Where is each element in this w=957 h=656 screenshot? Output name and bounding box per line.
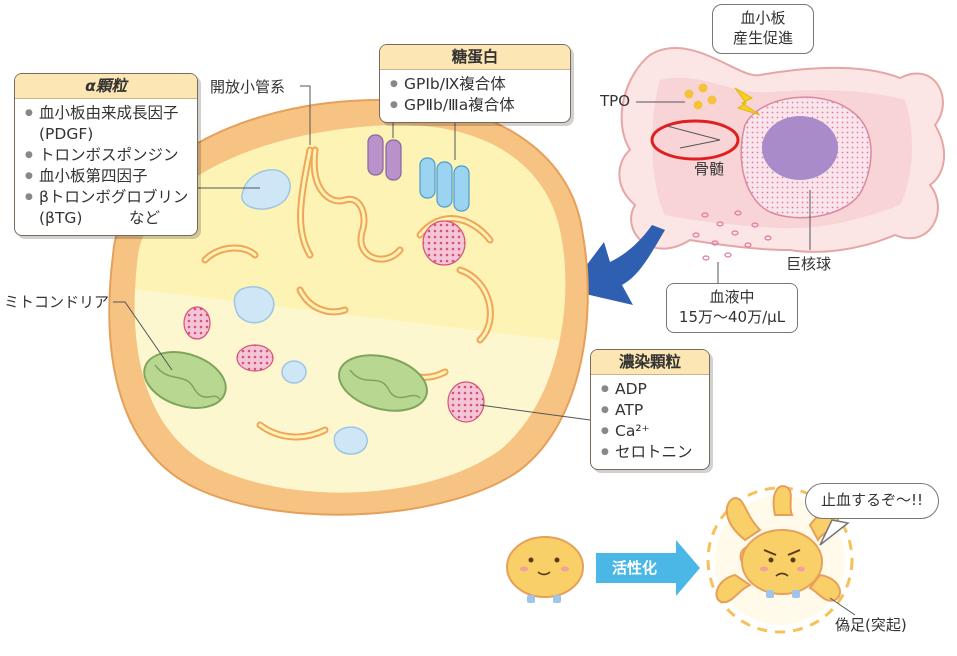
resting-platelet-character (506, 536, 584, 603)
tpo-label: TPO (600, 92, 631, 110)
glycoprotein-box: 糖蛋白 GPⅠb/Ⅸ複合体 GPⅡb/Ⅲa複合体 (379, 44, 571, 123)
glycoprotein-receptors (367, 134, 470, 212)
alpha-granule-title: α顆粒 (15, 74, 197, 99)
blood-line-2: 15万～40万/μL (678, 308, 786, 326)
activation-label: 活性化 (612, 559, 658, 577)
list-item: トロンボスポンジン (25, 145, 189, 166)
bone-marrow-label: 骨髄 (694, 160, 725, 178)
promote-line-1: 血小板 (740, 9, 786, 27)
list-item: (PDGF) (39, 125, 94, 143)
list-item: ADP (601, 379, 701, 400)
activated-platelet-character (706, 485, 856, 634)
dense-granule-blobs (183, 220, 485, 423)
promote-line-2: 産生促進 (732, 29, 793, 47)
blood-count-bubble: 血液中 15万～40万/μL (666, 283, 798, 333)
pseudopod-label: 偽足(突起) (835, 616, 907, 634)
dense-granule-title: 濃染顆粒 (591, 350, 709, 375)
mitochondria-shapes (143, 351, 428, 412)
open-canalicular-label: 開放小管系 (210, 78, 286, 96)
list-item: GPⅠb/Ⅸ複合体 (390, 74, 562, 95)
list-item: 血小板第四因子 (25, 166, 189, 187)
production-promotion-bubble: 血小板 産生促進 (712, 4, 814, 54)
blood-line-1: 血液中 (709, 288, 755, 306)
alpha-granule-blobs (233, 169, 368, 455)
megakaryocyte-label: 巨核球 (786, 255, 832, 273)
list-item: βトロンボグロブリン (25, 187, 189, 208)
mitochondria-label: ミトコンドリア (4, 293, 110, 311)
dense-granule-box: 濃染顆粒 ADP ATP Ca²⁺ セロトニン (590, 349, 710, 470)
list-item: 血小板由来成長因子 (25, 103, 189, 124)
alpha-granule-box: α顆粒 血小板由来成長因子 (PDGF) トロンボスポンジン 血小板第四因子 β… (14, 73, 198, 236)
activation-arrow (596, 540, 700, 596)
list-item: Ca²⁺ (601, 421, 701, 442)
bone-marrow-highlight (650, 119, 740, 161)
glycoprotein-title: 糖蛋白 (380, 45, 570, 70)
list-item: ATP (601, 400, 701, 421)
list-item: セロトニン (601, 442, 701, 463)
list-item: (βTG) など (39, 209, 160, 227)
speech-bubble: 止血するぞ～!! (805, 483, 939, 519)
speech-text: 止血するぞ～!! (820, 491, 924, 509)
release-arrow (568, 225, 665, 305)
list-item: GPⅡb/Ⅲa複合体 (390, 95, 562, 116)
bone-marrow-illustration (618, 47, 946, 285)
